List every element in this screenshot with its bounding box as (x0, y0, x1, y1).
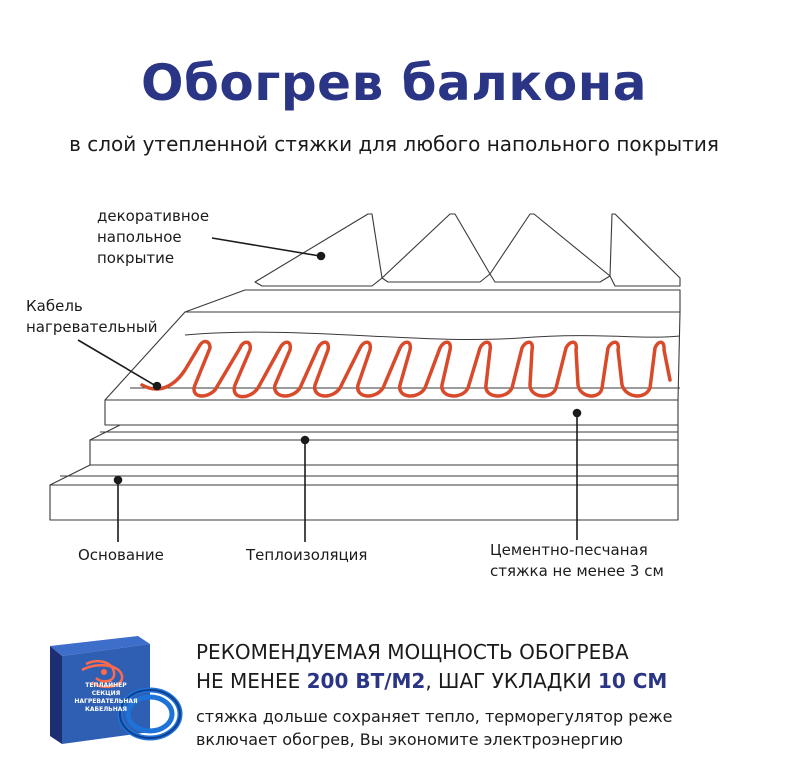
label-insulation: Теплоизоляция (246, 546, 368, 564)
base-layer-front (49, 484, 679, 521)
heating-cable (140, 339, 672, 399)
pointer-floor-cover (211, 237, 321, 257)
recommendation-line2: НЕ МЕНЕЕ 200 ВТ/М2, ШАГ УКЛАДКИ 10 СМ (196, 669, 668, 693)
top-slab (184, 289, 681, 313)
recommendation-heading: РЕКОМЕНДУЕМАЯ МОЩНОСТЬ ОБОГРЕВА НЕ МЕНЕЕ… (196, 638, 776, 696)
pointer-dot (113, 475, 123, 485)
product-box-text: ТЕПЛАЙНЕР СЕКЦИЯ НАГРЕВАТЕЛЬНАЯ КАБЕЛЬНА… (74, 682, 138, 713)
pointer-dot (316, 251, 326, 261)
page-subtitle: в слой утепленной стяжки для любого напо… (69, 132, 719, 156)
insulation-layer-front (89, 439, 679, 466)
label-screed: Цементно-песчаная стяжка не менее 3 см (490, 541, 664, 580)
label-floor-cover: декоративное напольное покрытие (97, 207, 210, 267)
power-value: 200 ВТ/М2 (306, 669, 426, 693)
screed-layer (104, 311, 681, 401)
screed-surface-line (184, 331, 681, 341)
floor-board (254, 213, 383, 287)
base-layer (49, 464, 679, 486)
step-value: 10 СМ (597, 669, 668, 693)
pointer-dot (572, 408, 582, 418)
floor-board (381, 213, 491, 283)
pointer-dot (300, 435, 310, 445)
pointer-cable (77, 339, 157, 387)
label-heating-cable: Кабель нагревательный (26, 297, 158, 336)
product-box-image: ТЕПЛАЙНЕР СЕКЦИЯ НАГРЕВАТЕЛЬНАЯ КАБЕЛЬНА… (38, 632, 186, 752)
recommendation-note: стяжка дольше сохраняет тепло, терморегу… (196, 707, 673, 749)
page-title: Обогрев балкона (141, 54, 647, 112)
floor-board (609, 213, 681, 287)
floor-board (489, 213, 611, 283)
screed-layer-front (104, 399, 679, 426)
pointer-dot (152, 381, 162, 391)
label-base: Основание (78, 546, 164, 564)
